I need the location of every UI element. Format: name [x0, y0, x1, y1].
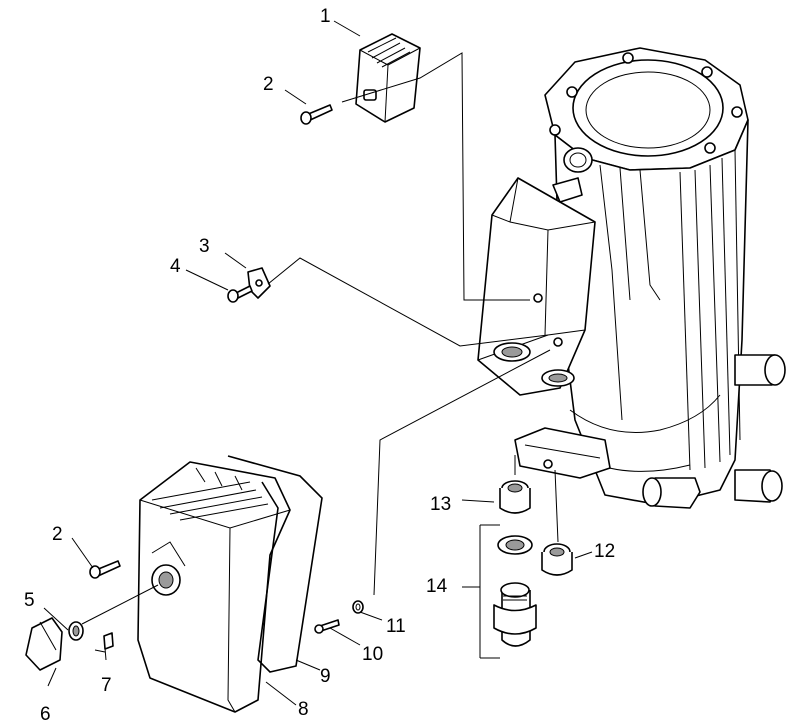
- callout-2-cover: 2: [52, 524, 63, 545]
- callout-12: 12: [594, 541, 615, 562]
- callout-7: 7: [101, 675, 112, 696]
- callout-8: 8: [298, 699, 309, 720]
- callout-3: 3: [199, 236, 210, 257]
- callout-1: 1: [320, 6, 331, 27]
- screw-top: [300, 104, 333, 125]
- screw-gasket: [314, 619, 340, 634]
- knob: [25, 617, 84, 671]
- main-housing: [477, 47, 786, 509]
- callout-4: 4: [170, 256, 181, 277]
- fitting-13: [499, 480, 531, 514]
- gasket: [227, 455, 323, 673]
- plug-12: [541, 543, 573, 576]
- label-tag: [103, 632, 114, 650]
- callout-2-top: 2: [263, 74, 274, 95]
- leader-lines: [43, 20, 593, 706]
- callout-5: 5: [24, 590, 35, 611]
- callout-6: 6: [40, 704, 51, 725]
- callout-13: 13: [430, 494, 451, 515]
- callout-14: 14: [426, 576, 448, 597]
- callout-9: 9: [320, 666, 331, 687]
- nipple-assembly: [493, 535, 537, 647]
- callout-11: 11: [386, 616, 406, 637]
- small-cover-block: [355, 33, 421, 123]
- washer: [352, 600, 364, 614]
- large-cover: [137, 461, 291, 713]
- screw-small: [227, 285, 253, 303]
- callout-10: 10: [362, 644, 383, 665]
- clip: [247, 267, 271, 299]
- screw-cover: [89, 560, 121, 579]
- callouts: 1 2 3 4 2 5 6 7 8 9 10 11 12 13 14: [24, 6, 615, 725]
